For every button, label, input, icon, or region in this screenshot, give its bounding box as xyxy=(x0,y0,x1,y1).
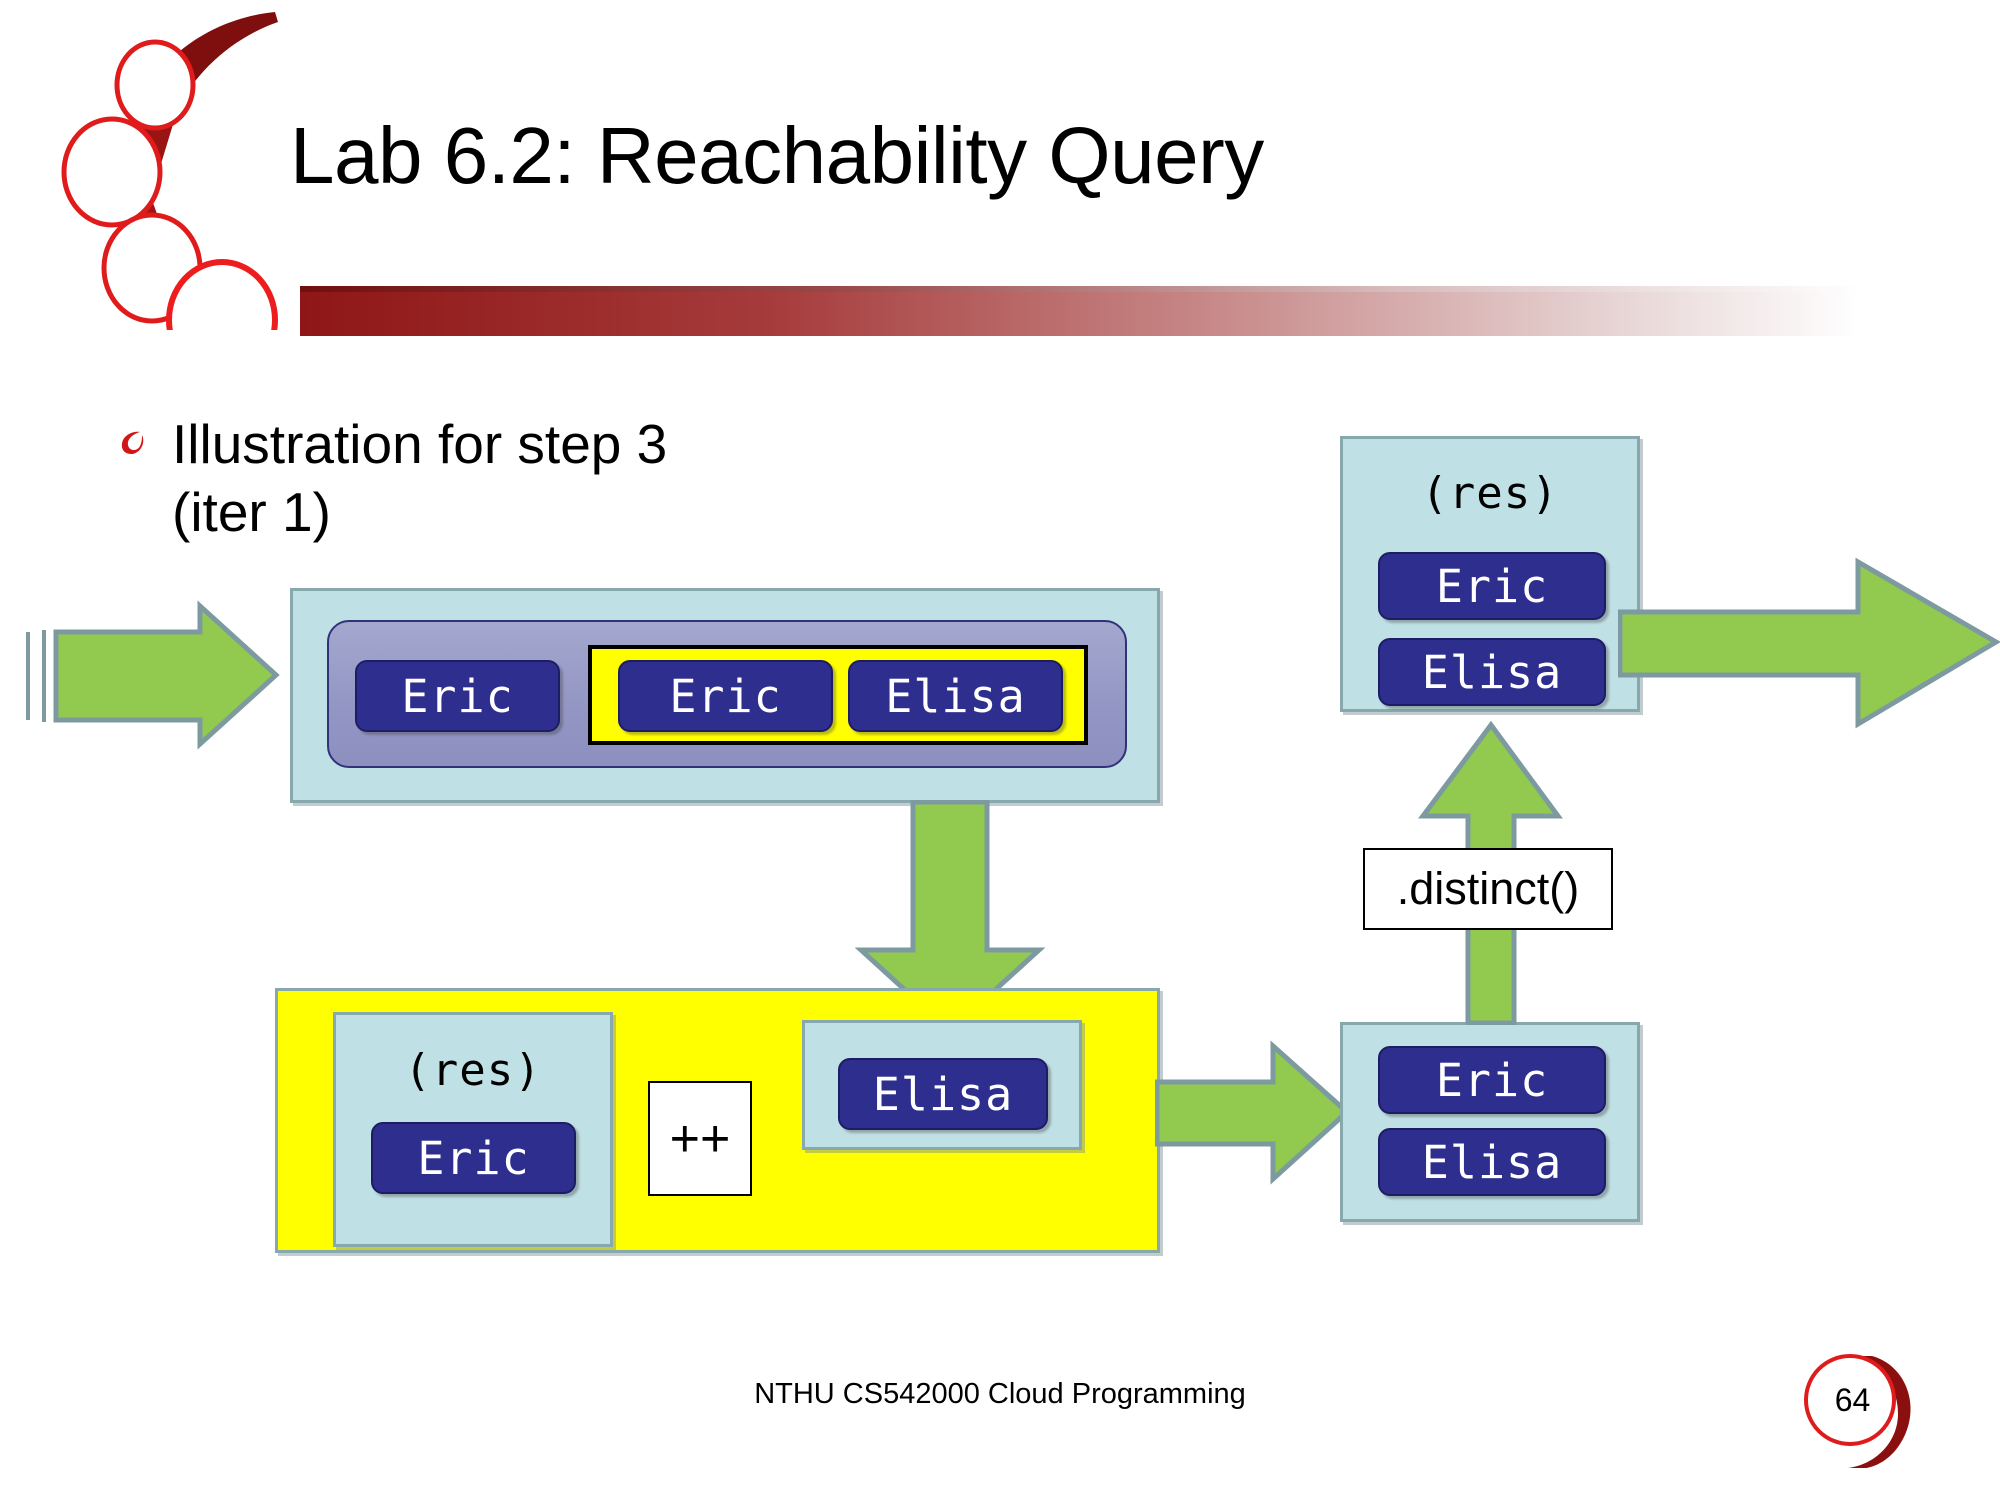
page-number: 64 xyxy=(1834,1382,1871,1418)
footer-text: NTHU CS542000 Cloud Programming xyxy=(754,1378,1246,1410)
bullet-text: Illustration for step 3 (iter 1) xyxy=(172,413,668,543)
chip-result-0: Eric xyxy=(1378,552,1606,620)
chip-result-1: Elisa xyxy=(1378,638,1606,706)
merge-arrow xyxy=(1155,1040,1350,1185)
header-accent-line xyxy=(300,292,1860,336)
chip-merged-0: Eric xyxy=(1378,1046,1606,1114)
emit-res-label: (res) xyxy=(404,1045,542,1096)
header-accent-line-thin xyxy=(300,286,1860,296)
concat-operator-box: ++ xyxy=(648,1081,752,1196)
distinct-label-box: .distinct() xyxy=(1363,848,1613,930)
chip-highlight-0: Eric xyxy=(618,660,833,732)
output-arrow xyxy=(1618,557,2000,729)
page-number-badge xyxy=(1804,1354,1911,1468)
result-res-label: (res) xyxy=(1421,468,1559,519)
input-arrow xyxy=(26,600,280,750)
chip-source: Eric xyxy=(355,660,560,732)
crescent-bullet-icon xyxy=(121,431,144,454)
chip-merged-1: Elisa xyxy=(1378,1128,1606,1196)
page-title: Lab 6.2: Reachability Query xyxy=(290,111,1264,200)
chip-highlight-1: Elisa xyxy=(848,660,1063,732)
chip-emit-new-0: Elisa xyxy=(838,1058,1048,1130)
chip-emit-res-0: Eric xyxy=(371,1122,576,1194)
